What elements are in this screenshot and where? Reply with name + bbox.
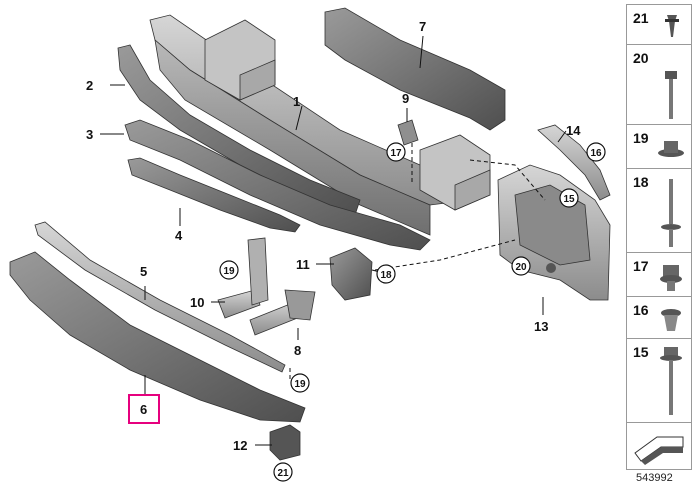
fastener-number: 17 <box>633 258 649 274</box>
leader-lines <box>100 35 567 446</box>
lower-trim-strip <box>34 221 286 373</box>
lower-absorber <box>127 157 301 233</box>
fastener-cell-19: 19 <box>626 124 692 168</box>
fastener-number: 21 <box>633 10 649 26</box>
circled-ref-18: 18 <box>376 264 396 284</box>
diagram-id: 543992 <box>636 472 673 484</box>
fastener-number: 20 <box>633 50 649 66</box>
circled-ref-19-upper: 19 <box>219 260 239 280</box>
circled-ref-17: 17 <box>386 142 406 162</box>
flange-bolt-icon <box>660 347 682 415</box>
upper-guide-bracket <box>324 7 506 131</box>
view-direction-cell <box>626 422 692 470</box>
fastener-number: 15 <box>633 344 649 360</box>
svg-text:20: 20 <box>515 262 527 273</box>
clip-holder <box>269 424 301 461</box>
callout-6: 6 <box>140 402 147 417</box>
hex-collar-nut-icon <box>660 265 682 291</box>
svg-text:19: 19 <box>294 379 306 390</box>
flange-nut-icon <box>658 141 684 157</box>
side-holder <box>329 247 373 301</box>
lower-bumper-support <box>9 251 306 423</box>
upper-absorber-strip <box>117 44 361 216</box>
callout-13: 13 <box>534 319 548 334</box>
circled-ref-15: 15 <box>559 188 579 208</box>
fastener-cell-21: 21 <box>626 4 692 44</box>
svg-text:16: 16 <box>590 148 602 159</box>
fastener-cell-15: 15 <box>626 338 692 422</box>
svg-text:17: 17 <box>390 148 402 159</box>
small-clip <box>397 119 419 146</box>
callout-10: 10 <box>190 295 204 310</box>
view-direction-arrow-icon <box>634 436 684 465</box>
callout-5: 5 <box>140 264 147 279</box>
highlight-box <box>128 394 160 424</box>
push-rivet-icon <box>665 15 679 37</box>
fastener-cell-17: 17 <box>626 252 692 296</box>
fastener-cell-20: 20 <box>626 44 692 124</box>
circled-ref-19-lower: 19 <box>290 373 310 393</box>
side-strip <box>537 124 611 201</box>
fastener-cell-16: 16 <box>626 296 692 338</box>
stud-bolt-icon <box>661 179 681 247</box>
exploded-parts-diagram: 1 2 3 4 5 6 7 8 9 10 11 12 13 14 17 15 1… <box>9 7 611 482</box>
fastener-number: 16 <box>633 302 649 318</box>
callout-7: 7 <box>419 19 426 34</box>
circled-ref-20: 20 <box>511 256 531 276</box>
callout-4: 4 <box>175 228 183 243</box>
circled-ref-16: 16 <box>586 142 606 162</box>
fastener-cell-18: 18 <box>626 168 692 252</box>
callout-14: 14 <box>566 123 581 138</box>
svg-text:18: 18 <box>380 270 392 281</box>
expanding-nut-icon <box>661 309 681 331</box>
callout-9: 9 <box>402 91 409 106</box>
fastener-legend: 21 20 19 18 17 1 <box>626 4 692 470</box>
fastener-number: 18 <box>633 174 649 190</box>
svg-text:15: 15 <box>563 194 575 205</box>
hex-bolt-long-icon <box>665 71 677 119</box>
svg-text:19: 19 <box>223 266 235 277</box>
fastener-number: 19 <box>633 130 649 146</box>
circled-ref-21: 21 <box>273 462 293 482</box>
middle-absorber <box>124 119 431 251</box>
callout-3: 3 <box>86 127 93 142</box>
callout-1: 1 <box>293 94 300 109</box>
callout-11: 11 <box>296 257 310 272</box>
callout-2: 2 <box>86 78 93 93</box>
callout-8: 8 <box>294 343 301 358</box>
mounting-bracket <box>217 237 316 336</box>
svg-text:21: 21 <box>277 468 289 479</box>
callout-12: 12 <box>233 438 247 453</box>
